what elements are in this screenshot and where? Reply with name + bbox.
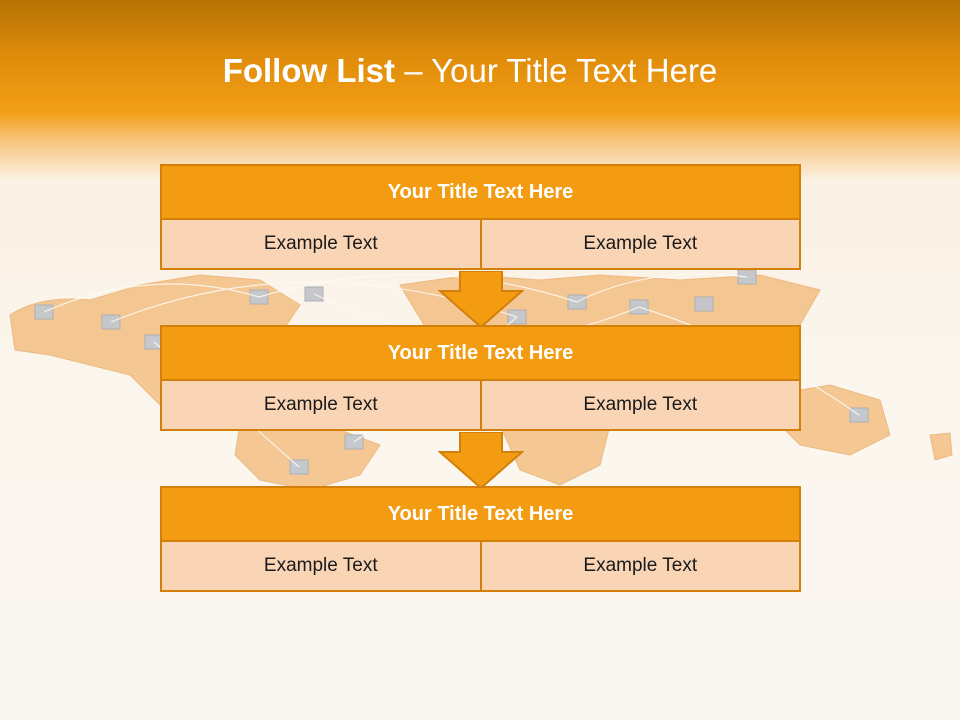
slide-title: Follow List – Your Title Text Here [0,52,940,90]
block-cell-right: Example Text [481,381,801,431]
block-row: Example Text Example Text [160,542,801,592]
block-heading: Your Title Text Here [160,164,801,220]
list-block-1: Your Title Text Here Example Text Exampl… [160,164,801,270]
block-cell-right: Example Text [481,542,801,592]
block-cell-left: Example Text [160,542,482,592]
block-cell-left: Example Text [160,220,482,270]
down-arrow-icon [438,432,524,490]
block-heading: Your Title Text Here [160,486,801,542]
block-heading: Your Title Text Here [160,325,801,381]
down-arrow-icon [438,271,524,329]
header-band [0,0,960,180]
list-block-3: Your Title Text Here Example Text Exampl… [160,486,801,592]
list-block-2: Your Title Text Here Example Text Exampl… [160,325,801,431]
block-row: Example Text Example Text [160,381,801,431]
title-rest-part: – Your Title Text Here [395,52,718,89]
block-cell-right: Example Text [481,220,801,270]
title-bold-part: Follow List [222,52,396,89]
block-cell-left: Example Text [160,381,482,431]
block-row: Example Text Example Text [160,220,801,270]
